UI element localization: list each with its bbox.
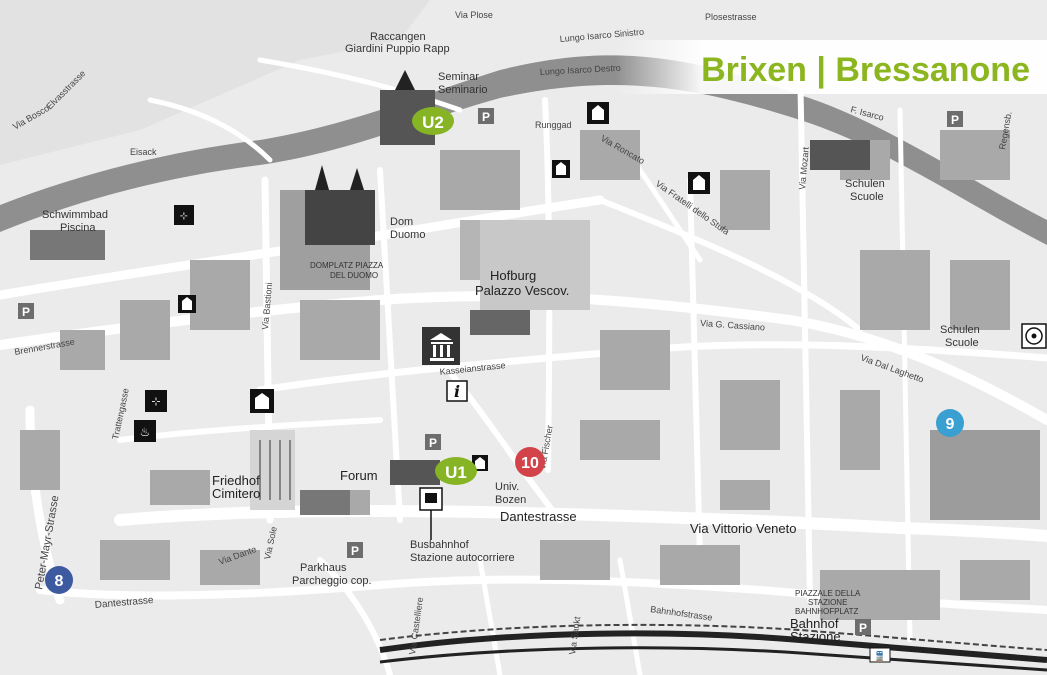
street-via-mozart: Via Mozart [797,146,811,190]
svg-text:U2: U2 [422,113,444,132]
place-raccangen: Raccangen [370,31,426,43]
hotel-icon [178,295,196,313]
street-dantestrasse: Dantestrasse [500,509,577,524]
sports-icon: ⊹ [145,390,167,412]
place-schulen-2: Schulen [940,324,980,336]
svg-text:i: i [454,382,460,401]
bus-icon [419,487,443,540]
hotel-icon [552,160,570,178]
svg-text:P: P [951,113,959,127]
place-busbahnhof: Busbahnhof [410,539,470,551]
hotel-icon [587,102,609,124]
svg-text:U1: U1 [445,463,467,482]
place-scuole-1: Scuole [850,191,884,203]
marker-u1[interactable]: U1 [435,457,477,485]
street-lungo-destro: Lungo Isarco Destro [540,63,621,77]
place-hofburg: Hofburg [490,268,536,283]
place-bahnhof: Bahnhof [790,616,839,631]
hillside-area [0,0,430,165]
place-univ: Univ. [495,481,519,493]
parking-signs: P P P P P P [18,108,963,635]
place-friedhof: Friedhof [212,473,260,488]
hotel-icon [688,172,710,194]
svg-text:♨: ♨ [140,425,151,439]
place-parcheggio: Parcheggio cop. [292,575,372,587]
train-icon: 🚆 [869,647,891,663]
map-title: Brixen | Bressanone [701,51,1030,89]
place-scuole-2: Scuole [945,337,979,349]
place-domplatz-it: DEL DUOMO [330,271,378,280]
title-band-bg [615,40,1047,94]
marker-8[interactable]: 8 [45,566,73,594]
place-parkhaus: Parkhaus [300,562,347,574]
place-forum: Forum [340,468,378,483]
parking-icon: P [18,303,34,319]
svg-text:🚆: 🚆 [874,650,885,662]
place-schwimmbad: Schwimmbad [42,209,108,221]
parking-icon: P [425,434,441,450]
place-bahnhofplatz: BAHNHOFPLATZ [795,607,859,616]
street-eisack: Eisack [130,147,157,157]
place-cimitero: Cimitero [212,486,260,501]
parking-icon: P [855,619,871,635]
poi-icons: ⊹ ⊹ ♨ i 🚆 [134,102,1047,663]
svg-text:P: P [429,436,437,450]
svg-text:9: 9 [946,416,955,433]
parking-icon: P [478,108,494,124]
svg-text:⊹: ⊹ [180,211,188,222]
street-via-vittorio-veneto: Via Vittorio Veneto [690,521,797,536]
svg-text:P: P [859,621,867,635]
street-runggad: Runggad [535,120,572,130]
cathedral-complex [30,70,870,515]
marker-u2[interactable]: U2 [412,107,454,135]
place-stazione-sq: STAZIONE [808,598,847,607]
street-via-bastioni: Via Bastioni [260,282,274,330]
place-stazione: Stazione [790,629,841,644]
place-schwimmbad-it: Piscina [60,222,96,234]
marker-10[interactable]: 10 [515,447,545,477]
street-dantestrasse-2: Dantestrasse [94,595,154,611]
railway-tracks [379,623,1047,672]
svg-text:⊹: ⊹ [151,395,160,408]
place-bozen: Bozen [495,494,526,506]
place-dom-it: Duomo [390,229,425,241]
place-domplatz: DOMPLATZ PIAZZA [310,261,384,270]
river-eisack [0,55,1047,245]
svg-text:P: P [22,305,30,319]
hotel-icon [250,389,274,413]
place-seminar: Seminar [438,71,479,83]
info-icon: i [446,380,468,402]
sports-ball-icon [1021,323,1047,349]
place-labels: Raccangen Giardini Puppio Rapp Seminar S… [42,31,980,644]
place-stazione-autocorriere: Stazione autocorriere [410,552,515,564]
place-schulen-1: Schulen [845,178,885,190]
street-plosestrasse: Plosestrasse [705,12,757,22]
svg-text:P: P [351,544,359,558]
cemetery-area [250,430,295,510]
place-seminar-it: Seminario [438,84,488,96]
sports-icon: ⊹ [174,205,194,225]
svg-text:8: 8 [55,573,64,590]
place-piazzale: PIAZZALE DELLA [795,589,861,598]
street-via-plose: Via Plose [455,10,493,20]
place-dom: Dom [390,216,413,228]
street-via-g-cassiano: Via G. Cassiano [700,318,765,333]
place-hofburg-it: Palazzo Vescov. [475,283,569,298]
place-raccangen-it: Giardini Puppio Rapp [345,43,450,55]
parking-icon: P [947,111,963,127]
svg-text:10: 10 [521,455,539,472]
svg-text:P: P [482,110,490,124]
fountain-icon: ♨ [134,420,156,442]
parking-icon: P [347,542,363,558]
museum-icon [422,327,460,365]
marker-9[interactable]: 9 [936,409,964,437]
